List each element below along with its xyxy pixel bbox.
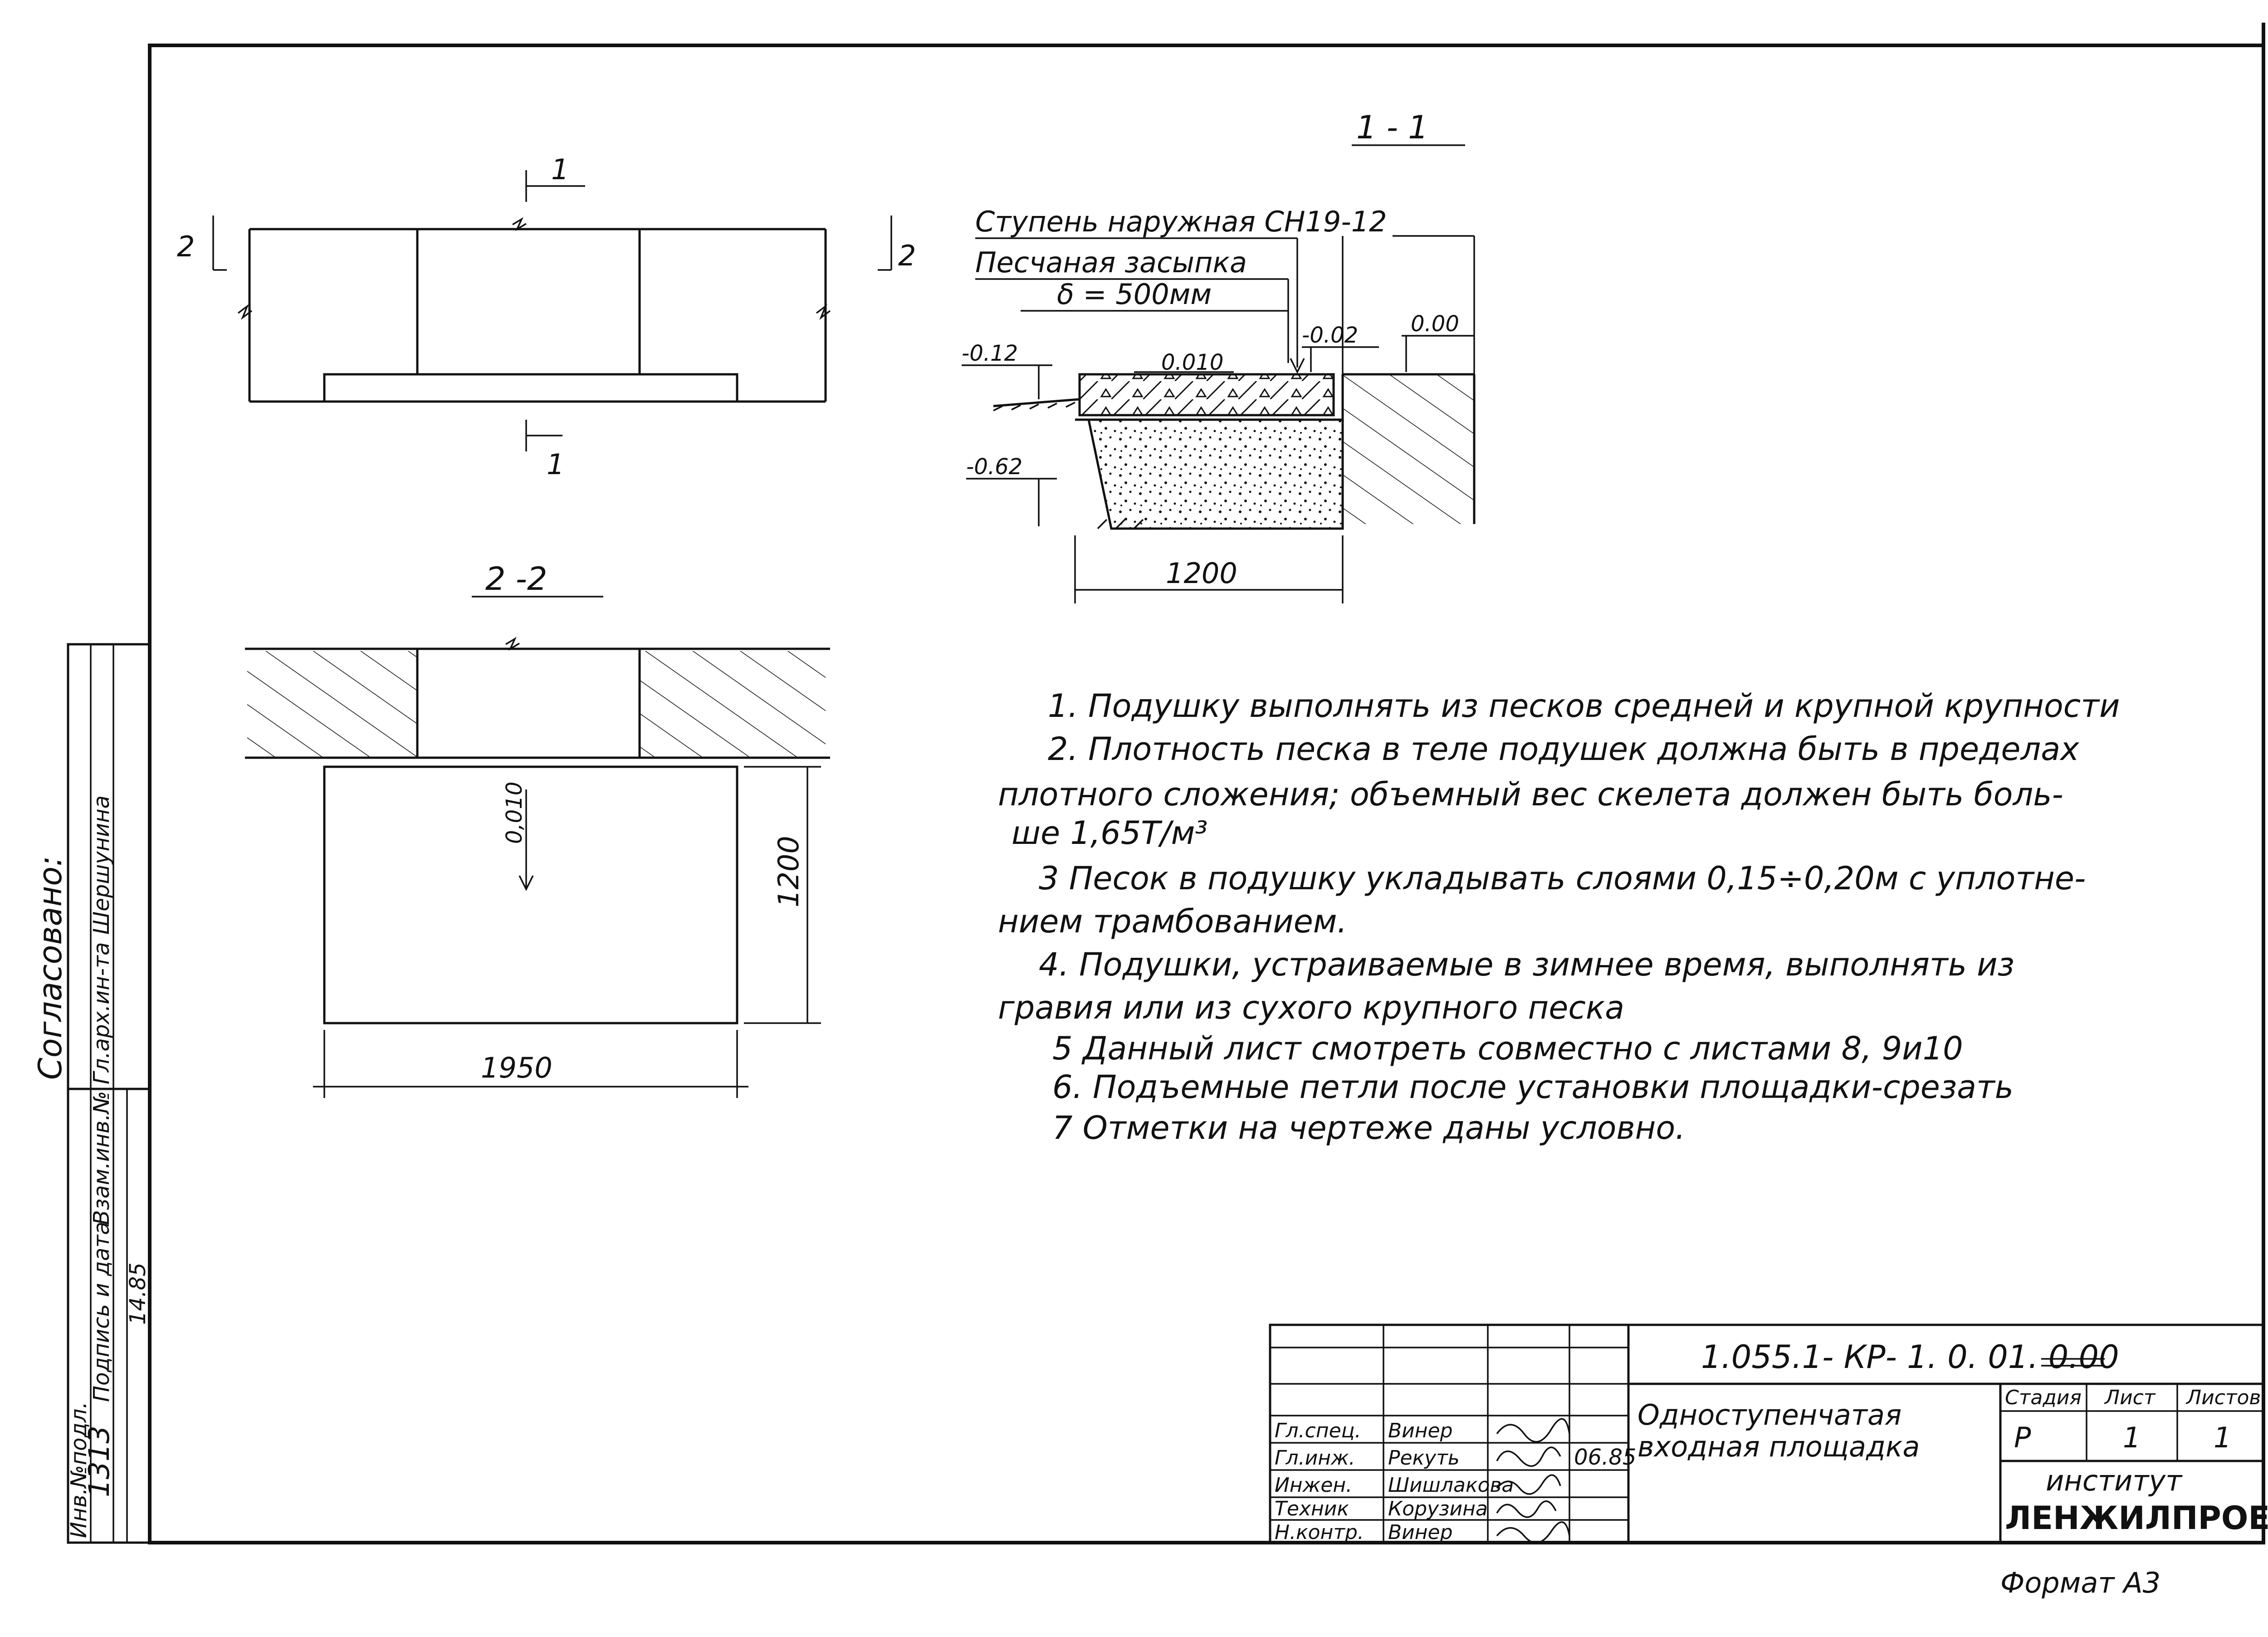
doc-code: 1.055.1- КР- 1. 0. 01. 0.00 (1701, 1338, 2119, 1376)
side-stamp: Согласовано: Гл.арх.ин-та Шершунина Инв.… (32, 643, 151, 1544)
institute-name: ЛЕНЖИЛПРОЕКТ (2005, 1500, 2268, 1537)
note-line-1: 1. Подушку выполнять из песков средней и… (1048, 687, 2120, 725)
cut-mark-top: 1 (551, 153, 569, 186)
slope-label: 0.010 (1161, 350, 1223, 375)
doc-name-1: Одноступенчатая (1637, 1398, 1901, 1431)
dim-1200-section: 1200 (1166, 557, 1237, 590)
note-line-6: нием трамбованием. (998, 903, 1347, 940)
note-line-2: 2. Плотность песка в теле подушек должна… (1048, 730, 2079, 768)
section-2-2-title: 2 -2 (485, 560, 547, 598)
label-step: Ступень наружная СН19-12 (975, 205, 1387, 238)
signature-marks (1496, 1418, 1570, 1544)
sheets-header: Листов (2185, 1386, 2261, 1409)
signer-role-3: Инжен. (1275, 1474, 1352, 1497)
side-col-c: Инв.№подл. (66, 1402, 92, 1538)
signer-role-2: Гл.инж. (1275, 1446, 1355, 1470)
note-line-9: 5 Данный лист смотреть совместно с листа… (1052, 1030, 1963, 1067)
dim-1200-2-2: 1200 (772, 836, 805, 907)
slope-2-2: 0,010 (502, 782, 527, 844)
label-fill: Песчаная засыпка (975, 246, 1247, 279)
signer-name-1: Винер (1388, 1419, 1453, 1442)
stage-header: Стадия (2005, 1386, 2082, 1409)
note-line-3: плотного сложения; объемный вес скелета … (998, 776, 2063, 813)
signer-role-1: Гл.спец. (1275, 1419, 1361, 1442)
side-inv: 1313 (83, 1426, 116, 1497)
side-col-b: Шершунина (89, 795, 114, 935)
note-line-8: гравия или из сухого крупного песка (998, 989, 1624, 1026)
doc-name-2: входная площадка (1637, 1430, 1920, 1463)
format-label: Формат А3 (2000, 1566, 2160, 1599)
dim-1950: 1950 (481, 1051, 552, 1084)
side-col-d: Подпись и дата (89, 1221, 114, 1402)
sheet-value: 1 (2123, 1421, 2141, 1454)
side-date: 14.85 (125, 1263, 151, 1325)
cut-mark-bottom: 1 (547, 448, 564, 481)
signer-name-3: Шишлакова (1388, 1474, 1514, 1497)
notes: 1. Подушку выполнять из песков средней и… (998, 687, 2120, 1147)
note-line-4: ше 1,65Т/м³ (1012, 814, 1207, 852)
side-col-e: Взам.инв.№ (89, 1091, 114, 1225)
note-line-10: 6. Подъемные петли после установки площа… (1052, 1068, 2014, 1106)
section-1-1-title: 1 - 1 (1356, 109, 1428, 146)
institute-label: институт (2046, 1464, 2183, 1497)
signer-role-4: Техник (1275, 1497, 1349, 1520)
side-agreed: Согласовано: (32, 856, 69, 1080)
level-000: 0.00 (1411, 311, 1459, 337)
title-block: 1.055.1- КР- 1. 0. 01. 0.00 Одноступенча… (1269, 1323, 2268, 1544)
sheets-value: 1 (2214, 1421, 2231, 1454)
signer-role-5: Н.контр. (1275, 1521, 1364, 1544)
plan-view: 2 2 1 1 (177, 153, 916, 481)
note-line-5: 3 Песок в подушку укладывать слоями 0,15… (1039, 860, 2086, 897)
signer-name-5: Винер (1388, 1521, 1453, 1544)
stage-value: Р (2014, 1421, 2031, 1454)
note-line-11: 7 Отметки на чертеже даны условно. (1052, 1109, 1686, 1147)
note-line-7: 4. Подушки, устраиваемые в зимнее время,… (1039, 946, 2014, 983)
side-col-a: Гл.арх.ин-та (89, 942, 114, 1085)
cut-mark-left: 2 (177, 230, 195, 263)
level-minus-012: -0.12 (962, 341, 1018, 366)
cut-mark-right: 2 (898, 239, 916, 272)
section-1-1: 1 - 1 Ступень наружная СН19-12 Песчаная … (962, 109, 1476, 603)
level-minus-062: -0.62 (966, 454, 1022, 480)
section-2-2: 2 -2 0,010 1200 1950 (245, 560, 830, 1098)
level-minus-002: -0.02 (1302, 323, 1358, 348)
sheet-header: Лист (2104, 1386, 2156, 1409)
label-thickness: δ = 500мм (1057, 278, 1212, 311)
signer-name-2: Рекуть (1388, 1446, 1460, 1470)
signer-name-4: Корузина (1388, 1497, 1488, 1520)
sign-date: 06.85 (1574, 1445, 1636, 1470)
